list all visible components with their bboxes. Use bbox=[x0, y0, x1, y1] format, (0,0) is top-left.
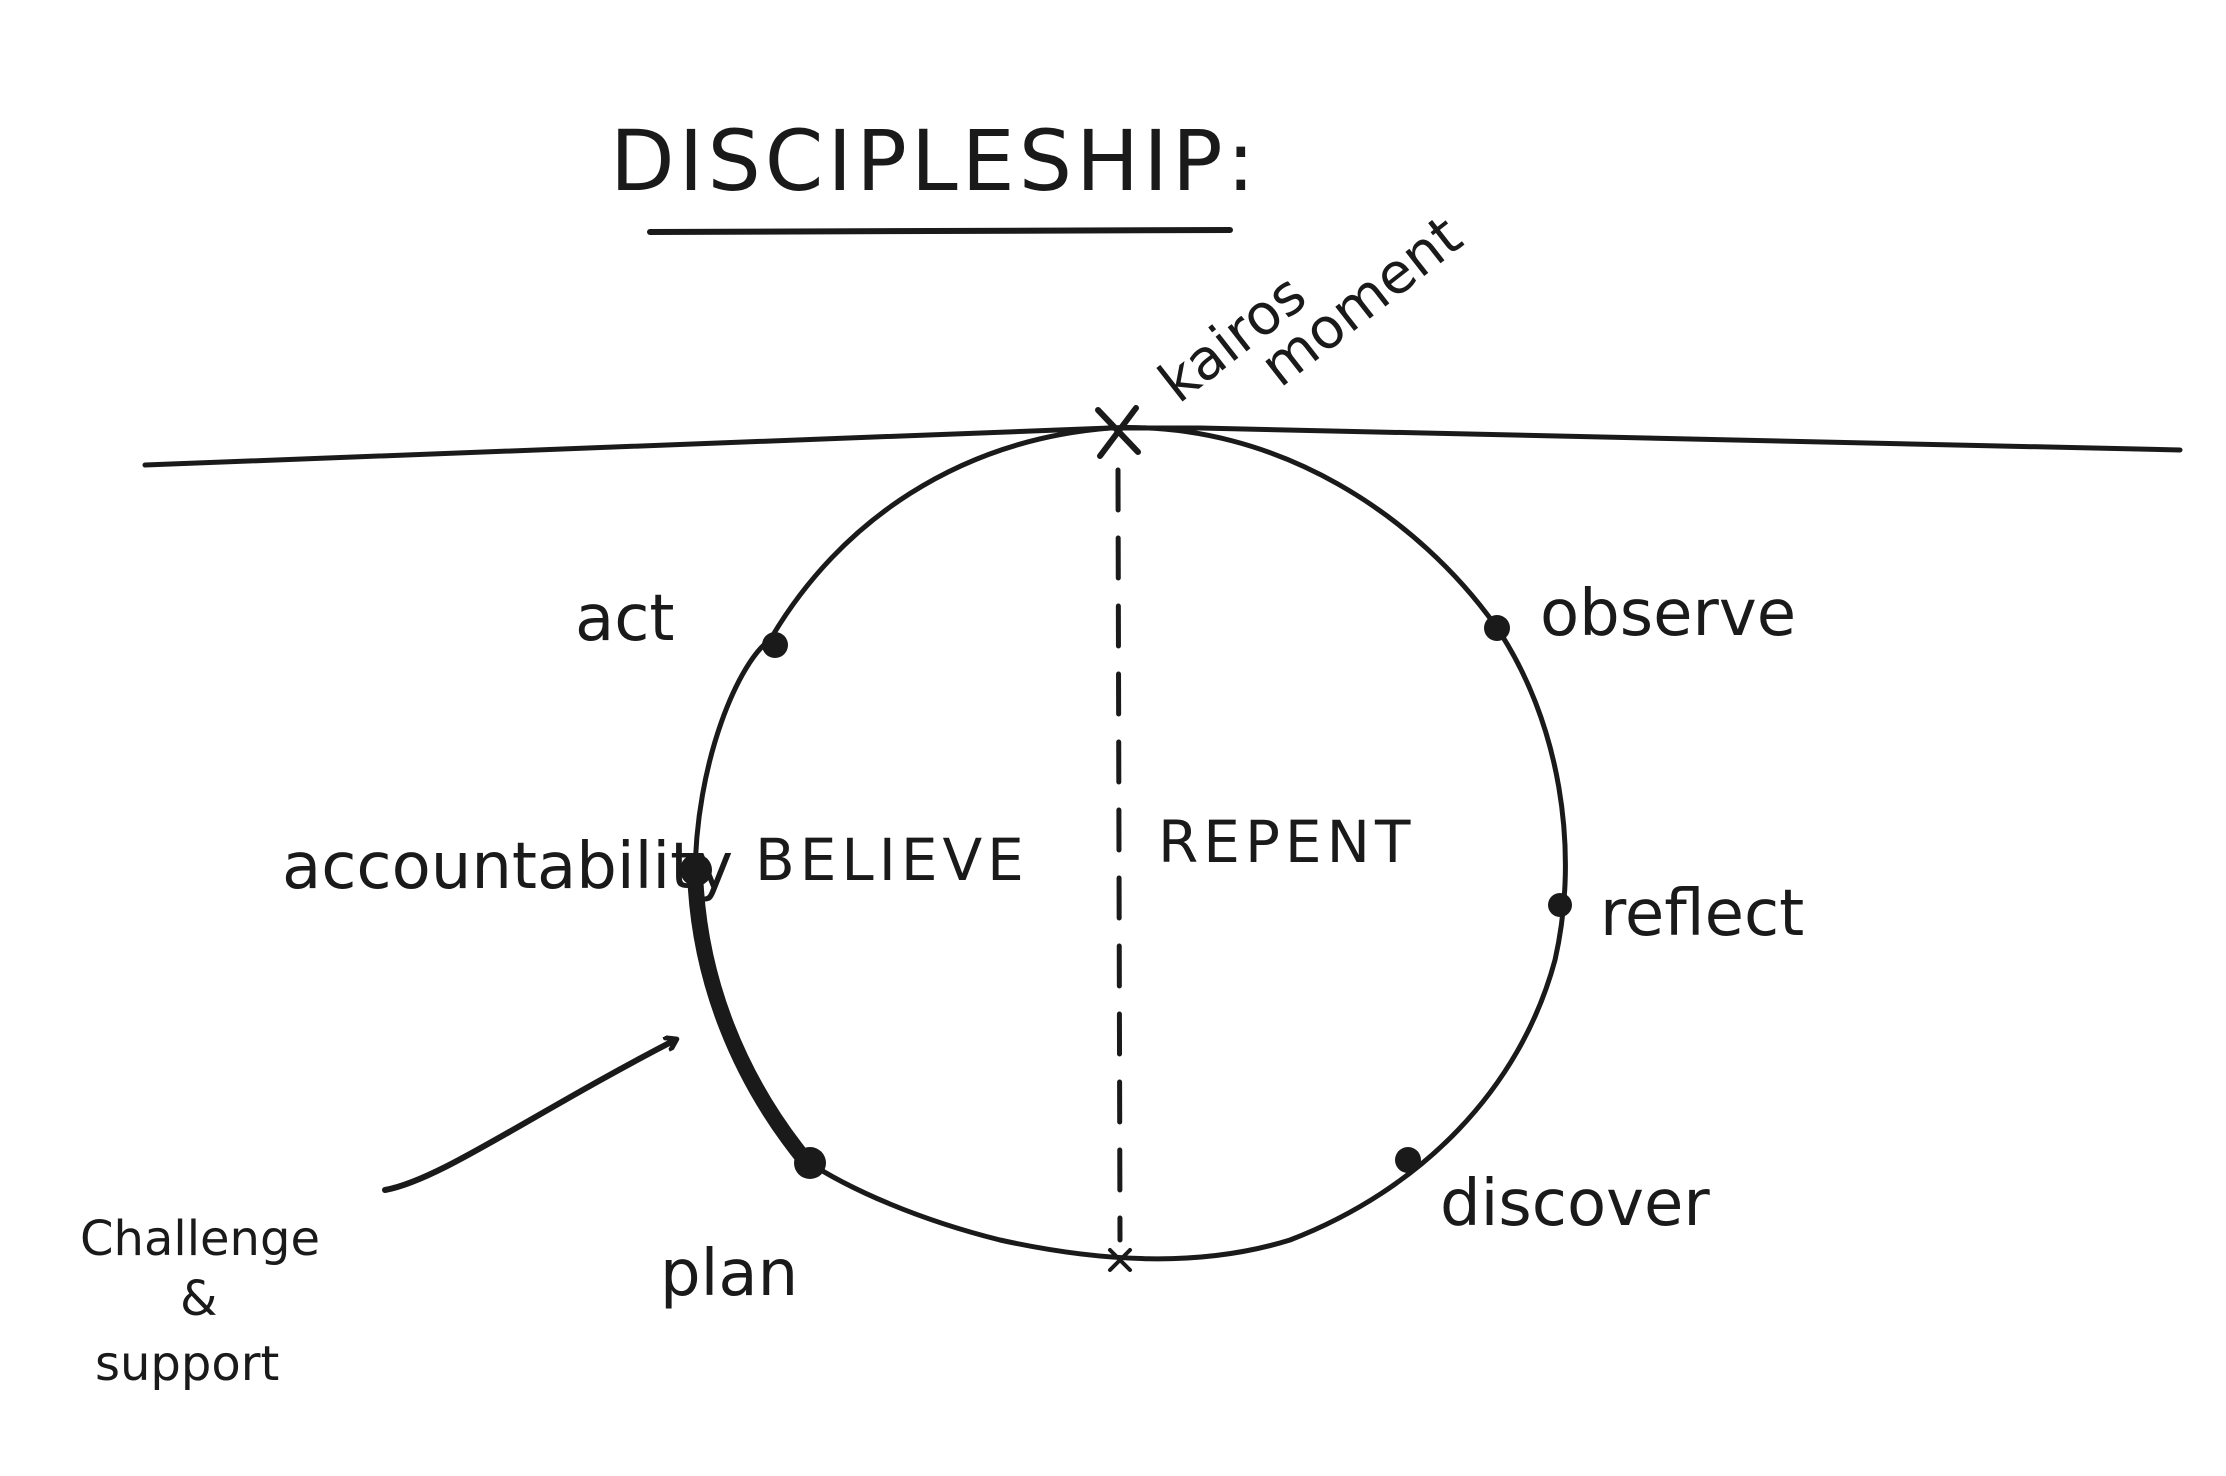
reflect-label: reflect bbox=[1600, 877, 1804, 951]
believe-label: BELIEVE bbox=[755, 826, 1029, 894]
accountability-label: accountability bbox=[282, 830, 733, 904]
note-line1: Challenge bbox=[80, 1211, 320, 1267]
divider-dashed-line bbox=[1115, 467, 1123, 1243]
cycle-circle bbox=[692, 425, 1568, 1262]
plan-label: plan bbox=[660, 1237, 798, 1311]
note-line2: & bbox=[180, 1271, 217, 1327]
act-dot bbox=[762, 632, 788, 658]
challenge-support-arc bbox=[687, 862, 813, 1168]
title-underline bbox=[647, 227, 1233, 235]
repent-label: REPENT bbox=[1158, 808, 1415, 876]
discover-label: discover bbox=[1440, 1167, 1710, 1241]
kairos-x-mark bbox=[1095, 405, 1141, 459]
discover-dot bbox=[1395, 1147, 1421, 1173]
bottom-x-mark bbox=[1108, 1248, 1132, 1272]
observe-label: observe bbox=[1540, 577, 1796, 651]
note-arrow bbox=[382, 1040, 675, 1193]
reflect-dot bbox=[1548, 893, 1572, 917]
act-label: act bbox=[575, 582, 675, 656]
horizon-line bbox=[142, 425, 2183, 468]
accountability-dot bbox=[680, 854, 712, 886]
diagram-title: DISCIPLESHIP: bbox=[610, 112, 1259, 210]
plan-dot bbox=[794, 1147, 826, 1179]
observe-dot bbox=[1484, 615, 1510, 641]
note-line3: support bbox=[95, 1336, 279, 1392]
